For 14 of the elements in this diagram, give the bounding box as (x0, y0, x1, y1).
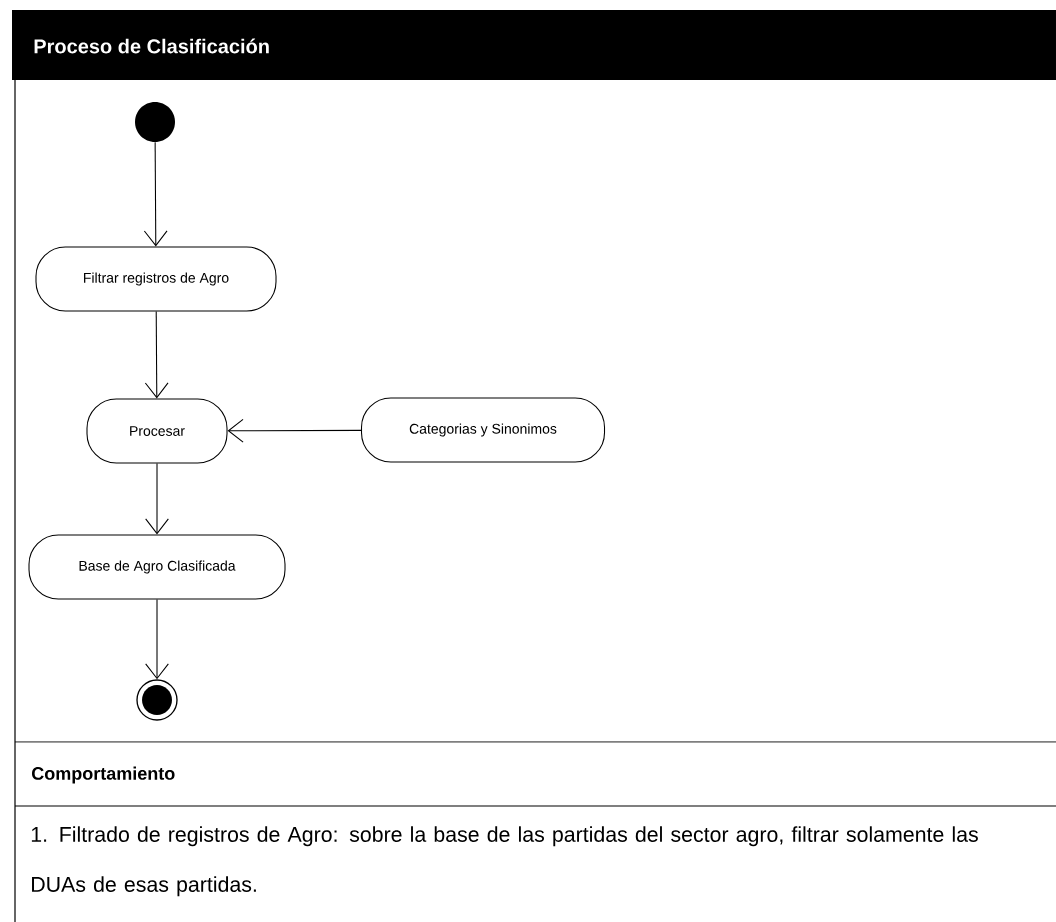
arrow (144, 311, 169, 399)
final-node (136, 679, 178, 721)
activity-box: Categorias y Sinonimos (360, 397, 606, 463)
arrow (227, 418, 362, 443)
activity-box: Procesar (86, 398, 228, 464)
description-text: 1. Filtrado de registros de Agro: sobre la base de las partidas del sector agro, filtrar solamente las DUAs de esas partidas. (31, 826, 978, 897)
arrow (143, 141, 168, 247)
section-heading: Comportamiento (32, 766, 175, 784)
initial-node (135, 102, 175, 142)
activity-box: Base de Agro Clasificada (28, 534, 286, 600)
title-bar: Proceso de Clasificación (12, 10, 1056, 80)
arrow (145, 599, 169, 680)
arrow (145, 463, 169, 535)
activity-box: Filtrar registros de Agro (35, 246, 277, 312)
